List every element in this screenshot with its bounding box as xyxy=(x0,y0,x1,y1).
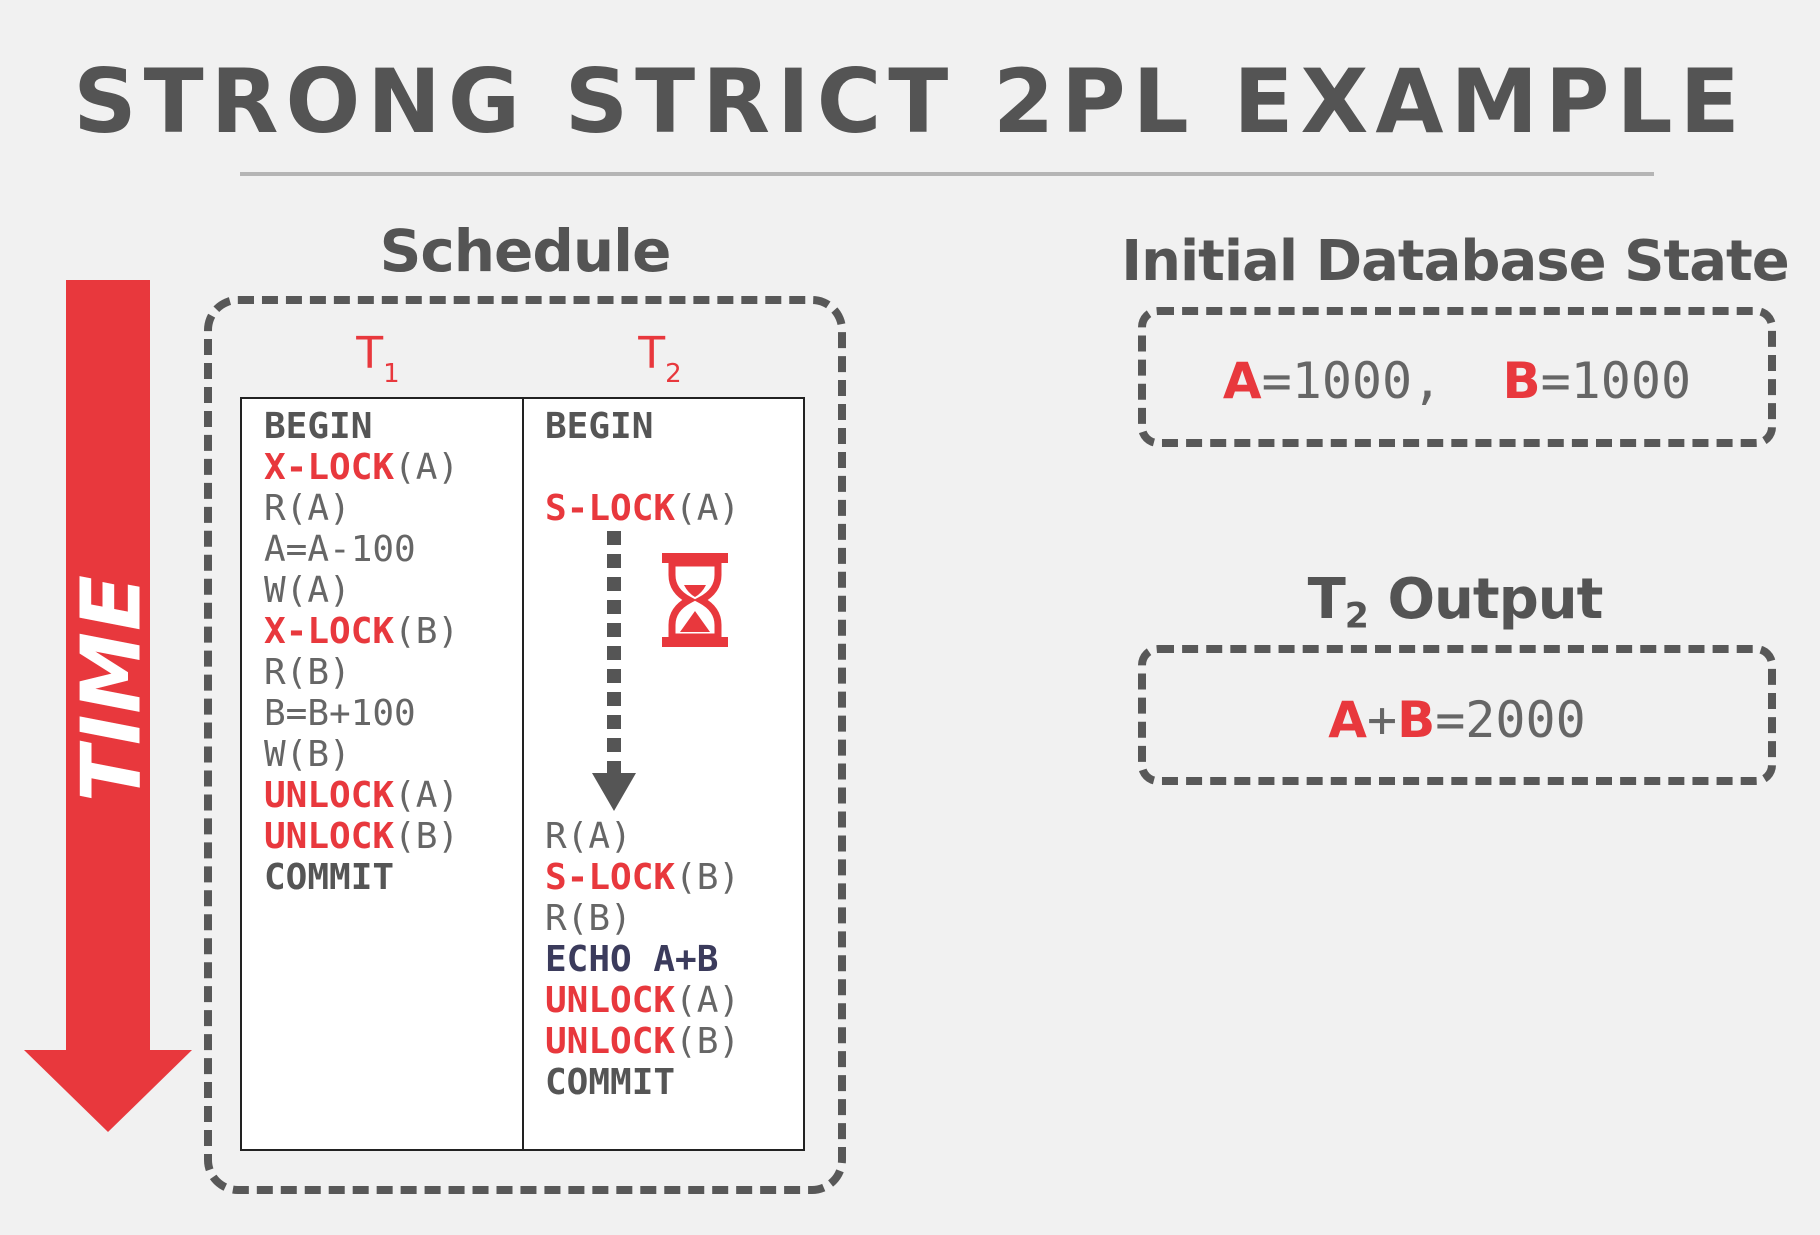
output-heading-sub: 2 xyxy=(1344,596,1369,637)
output-heading-t: T xyxy=(1307,567,1346,632)
output-heading: T2 Output xyxy=(1110,572,1800,637)
t1-label-text: T xyxy=(356,328,384,379)
t1-op-xlock-b: X-LOCK(B) xyxy=(264,614,459,650)
t1-op-arg: W(B) xyxy=(264,734,351,775)
output-sum: =2000 xyxy=(1435,691,1586,749)
t1-op-keyword: UNLOCK xyxy=(264,816,395,857)
t1-op-compute-a: A=A-100 xyxy=(264,532,416,568)
t1-op-arg: (B) xyxy=(394,611,460,652)
title-divider xyxy=(240,172,1654,176)
t2-op-read-b: R(B) xyxy=(545,901,632,937)
t2-op-read-a: R(A) xyxy=(545,819,632,855)
t2-op-arg: R(B) xyxy=(545,898,632,939)
slide-title: STRONG STRICT 2PL EXAMPLE xyxy=(73,50,1747,153)
t2-op-arg: (B) xyxy=(675,1021,741,1062)
var-a: A xyxy=(1222,352,1262,410)
t1-op-keyword: X-LOCK xyxy=(264,611,395,652)
t1-op-read-b: R(B) xyxy=(264,655,351,691)
t2-op-keyword: COMMIT xyxy=(545,1062,676,1103)
t1-op-commit: COMMIT xyxy=(264,860,394,896)
t2-label: T2 xyxy=(600,332,720,389)
t1-op-arg: (A) xyxy=(394,447,460,488)
t1-op-arg: R(B) xyxy=(264,652,351,693)
initial-state-box xyxy=(1138,307,1776,447)
t1-op-keyword: COMMIT xyxy=(264,857,395,898)
t2-op-slock-b: S-LOCK(B) xyxy=(545,860,740,896)
t1-op-arg: B=B+100 xyxy=(264,693,416,734)
t1-op-unlock-b: UNLOCK(B) xyxy=(264,819,459,855)
t2-op-echo: ECHO A+B xyxy=(545,942,718,978)
value-a: =1000, xyxy=(1261,352,1443,410)
t1-op-xlock-a: X-LOCK(A) xyxy=(264,450,459,486)
t2-op-keyword: S-LOCK xyxy=(545,488,676,529)
t2-op-keyword: BEGIN xyxy=(545,406,654,447)
schedule-box xyxy=(204,296,846,1194)
t1-op-arg: (B) xyxy=(394,816,460,857)
hourglass-icon xyxy=(662,553,728,647)
value-b: =1000 xyxy=(1540,352,1692,410)
t2-op-keyword: UNLOCK xyxy=(545,1021,676,1062)
t1-op-begin: BEGIN xyxy=(264,409,372,445)
t1-op-compute-b: B=B+100 xyxy=(264,696,416,732)
time-arrow-icon xyxy=(24,280,192,1132)
t2-op-arg: R(A) xyxy=(545,816,632,857)
t1-op-arg: W(A) xyxy=(264,570,351,611)
t2-op-keyword: ECHO A+B xyxy=(545,939,719,980)
t2-op-arg: (A) xyxy=(675,488,741,529)
time-label: TIME xyxy=(64,573,160,803)
t2-op-arg: (A) xyxy=(675,980,741,1021)
t2-op-unlock-a: UNLOCK(A) xyxy=(545,983,740,1019)
initial-state-values: A=1000, B=1000 xyxy=(1138,356,1776,406)
schedule-heading: Schedule xyxy=(379,217,672,285)
output-value: A+B=2000 xyxy=(1138,695,1776,745)
t2-op-begin: BEGIN xyxy=(545,409,653,445)
output-plus: + xyxy=(1366,691,1398,749)
t1-label: T1 xyxy=(318,332,438,389)
t1-op-keyword: BEGIN xyxy=(264,406,373,447)
initial-state-heading: Initial Database State xyxy=(1121,229,1790,294)
output-box xyxy=(1138,645,1776,785)
output-var-b: B xyxy=(1397,691,1436,749)
t1-op-keyword: UNLOCK xyxy=(264,775,395,816)
t2-op-keyword: S-LOCK xyxy=(545,857,676,898)
t1-op-write-a: W(A) xyxy=(264,573,351,609)
t1-op-keyword: X-LOCK xyxy=(264,447,395,488)
t2-op-arg: (B) xyxy=(675,857,741,898)
t2-op-unlock-b: UNLOCK(B) xyxy=(545,1024,740,1060)
output-var-a: A xyxy=(1328,691,1367,749)
t2-op-keyword: UNLOCK xyxy=(545,980,676,1021)
t2-op-commit: COMMIT xyxy=(545,1065,675,1101)
t1-op-unlock-a: UNLOCK(A) xyxy=(264,778,459,814)
t1-op-arg: A=A-100 xyxy=(264,529,416,570)
t1-op-arg: R(A) xyxy=(264,488,351,529)
t1-op-read-a: R(A) xyxy=(264,491,351,527)
output-heading-rest: Output xyxy=(1368,567,1603,632)
var-b: B xyxy=(1502,352,1541,410)
t1-label-sub: 1 xyxy=(383,359,400,389)
t2-label-text: T xyxy=(638,328,666,379)
schedule-table xyxy=(240,397,805,1151)
column-divider xyxy=(522,399,524,1149)
t2-op-slock-a: S-LOCK(A) xyxy=(545,491,740,527)
wait-arrow-icon xyxy=(592,531,636,811)
t1-op-arg: (A) xyxy=(394,775,460,816)
t1-op-write-b: W(B) xyxy=(264,737,351,773)
t2-label-sub: 2 xyxy=(665,359,682,389)
